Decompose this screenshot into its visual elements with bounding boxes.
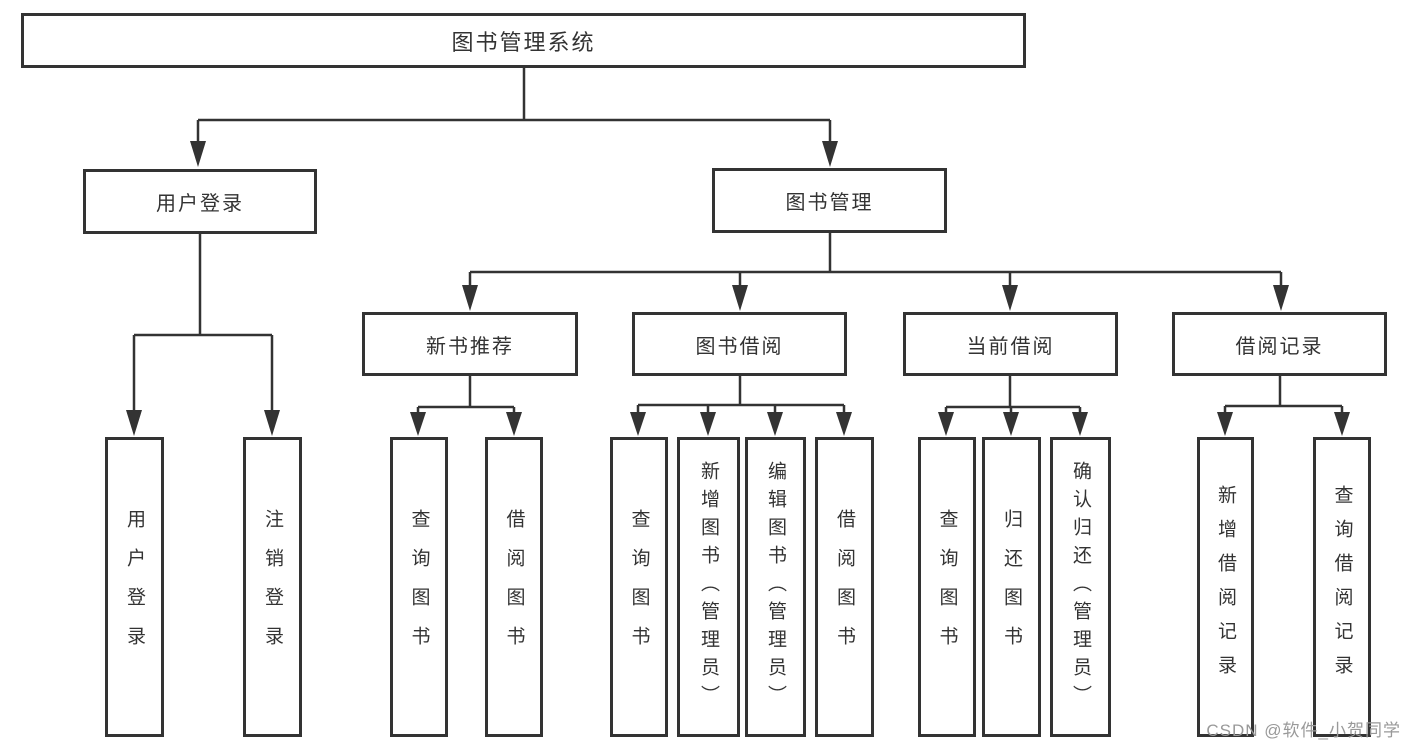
leaf-user-login: 用户登录 <box>105 437 164 737</box>
leaf-logout: 注销登录 <box>243 437 302 737</box>
leaf-borrow-book: 借阅图书 <box>815 437 874 737</box>
node-current-borrow-label: 当前借阅 <box>966 335 1055 358</box>
leaf-add-borrow-record: 新增借阅记录 <box>1197 437 1254 737</box>
leaf-query-book-recommend: 查询图书 <box>390 437 448 737</box>
node-user-login: 用户登录 <box>83 169 317 234</box>
connector-new-book-to-leaves <box>410 375 522 436</box>
leaf-query-book-current-label: 查询图书 <box>936 509 958 665</box>
node-new-book-recommend: 新书推荐 <box>362 312 578 376</box>
leaf-borrow-book-recommend-label: 借阅图书 <box>503 509 525 665</box>
leaf-logout-label: 注销登录 <box>262 509 283 665</box>
leaf-return-book: 归还图书 <box>982 437 1041 737</box>
leaf-add-borrow-record-label: 新增借阅记录 <box>1215 485 1236 689</box>
leaf-query-book-borrow: 查询图书 <box>610 437 668 737</box>
connector-borrow-records-to-leaves <box>1217 375 1350 436</box>
connector-user-login-to-leaves <box>126 234 280 436</box>
leaf-add-book-admin: 新增图书（管理员） <box>677 437 740 737</box>
connector-root-to-level2 <box>190 68 838 167</box>
node-user-login-label: 用户登录 <box>156 193 244 215</box>
leaf-query-borrow-record: 查询借阅记录 <box>1313 437 1371 737</box>
node-borrow-records-label: 借阅记录 <box>1235 335 1324 358</box>
connector-current-borrow-to-leaves <box>938 375 1088 436</box>
node-borrow-records: 借阅记录 <box>1172 312 1387 376</box>
node-library-system-label: 图书管理系统 <box>451 29 596 55</box>
connector-book-mgmt-to-level3 <box>462 233 1289 311</box>
node-current-borrow: 当前借阅 <box>903 312 1118 376</box>
leaf-return-book-label: 归还图书 <box>1001 509 1022 665</box>
leaf-user-login-label: 用户登录 <box>124 509 145 665</box>
leaf-edit-book-admin-label: 编辑图书（管理员） <box>765 461 786 713</box>
node-new-book-recommend-label: 新书推荐 <box>426 335 514 358</box>
leaf-confirm-return-admin-label: 确认归还（管理员） <box>1070 461 1091 713</box>
node-book-management-label: 图书管理 <box>785 192 874 214</box>
leaf-confirm-return-admin: 确认归还（管理员） <box>1050 437 1111 737</box>
leaf-borrow-book-label: 借阅图书 <box>834 509 855 665</box>
leaf-borrow-book-recommend: 借阅图书 <box>485 437 543 737</box>
node-book-management: 图书管理 <box>712 168 947 233</box>
connector-book-borrow-to-leaves <box>630 375 852 436</box>
node-book-borrow-label: 图书借阅 <box>695 335 784 358</box>
leaf-query-book-current: 查询图书 <box>918 437 976 737</box>
leaf-query-book-borrow-label: 查询图书 <box>628 509 650 665</box>
node-library-system: 图书管理系统 <box>21 13 1026 68</box>
leaf-edit-book-admin: 编辑图书（管理员） <box>745 437 806 737</box>
leaf-query-borrow-record-label: 查询借阅记录 <box>1331 485 1353 689</box>
leaf-query-book-recommend-label: 查询图书 <box>408 509 430 665</box>
leaf-add-book-admin-label: 新增图书（管理员） <box>698 461 719 713</box>
node-book-borrow: 图书借阅 <box>632 312 847 376</box>
